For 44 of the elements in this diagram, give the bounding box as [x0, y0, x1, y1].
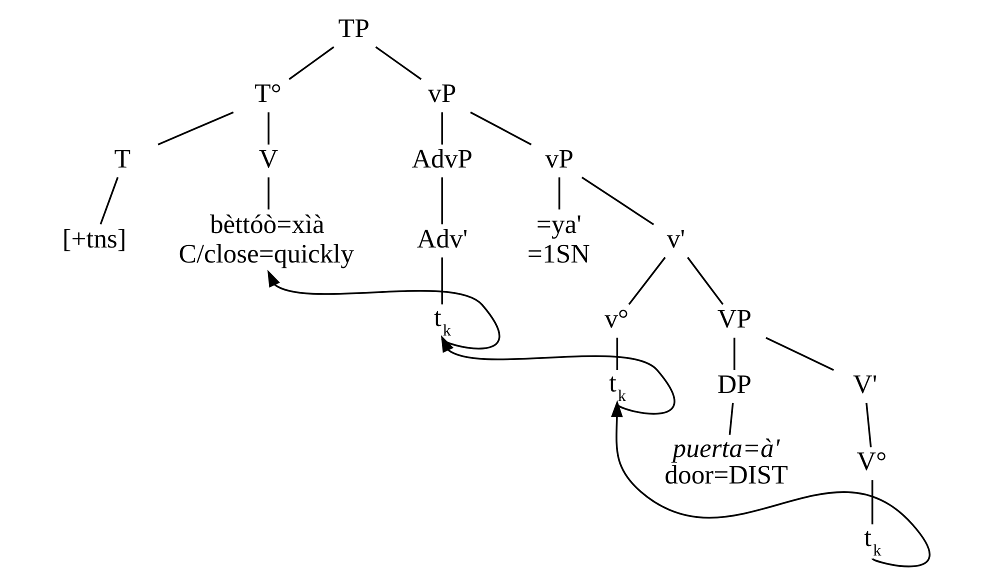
- node-text: t$_{k}$: [864, 522, 881, 560]
- connector: [870, 480, 873, 524]
- connector: [733, 338, 735, 370]
- node-text: t$_{k}$: [608, 368, 626, 406]
- connector: [288, 46, 334, 80]
- node-text: =ya' =1SN: [526, 208, 590, 268]
- connector: [470, 111, 532, 146]
- node-text: v': [666, 224, 685, 254]
- node-text: puerta=à' door=DIST: [664, 432, 788, 490]
- arrow: [610, 400, 930, 568]
- connector: [728, 402, 734, 435]
- connector: [267, 177, 269, 210]
- node-text: TP: [338, 12, 369, 43]
- connector: [99, 177, 118, 225]
- node-text: V: [258, 144, 278, 174]
- connector: [628, 256, 666, 305]
- node-text: V': [852, 369, 877, 400]
- connector: [686, 256, 724, 305]
- node-text: T°: [254, 78, 281, 108]
- node-text: bèttóò=xìà C/close=quickly: [178, 208, 354, 268]
- connector: [374, 46, 422, 80]
- connector: [558, 177, 560, 210]
- connector: [865, 402, 872, 448]
- node-text: T: [114, 144, 130, 174]
- connector: [580, 176, 654, 226]
- arrow: [440, 335, 675, 415]
- node-text: AdvP: [411, 144, 472, 174]
- connector: [267, 112, 269, 145]
- node-text: v°: [604, 304, 628, 334]
- node-text: VP: [716, 304, 751, 334]
- node-text: Adv': [416, 224, 468, 254]
- node-text: V°: [856, 446, 886, 476]
- connector: [616, 338, 618, 370]
- connector: [440, 257, 443, 304]
- arrow: [266, 270, 500, 350]
- connector: [157, 111, 234, 146]
- node-text: t$_{k}$: [433, 302, 451, 340]
- node-text: vP: [428, 78, 456, 108]
- connector: [440, 112, 443, 145]
- connector: [765, 336, 834, 371]
- node-text: DP: [716, 369, 751, 400]
- node-text: [+tns]: [62, 224, 126, 254]
- connector: [440, 177, 443, 224]
- node-text: vP: [544, 144, 573, 174]
